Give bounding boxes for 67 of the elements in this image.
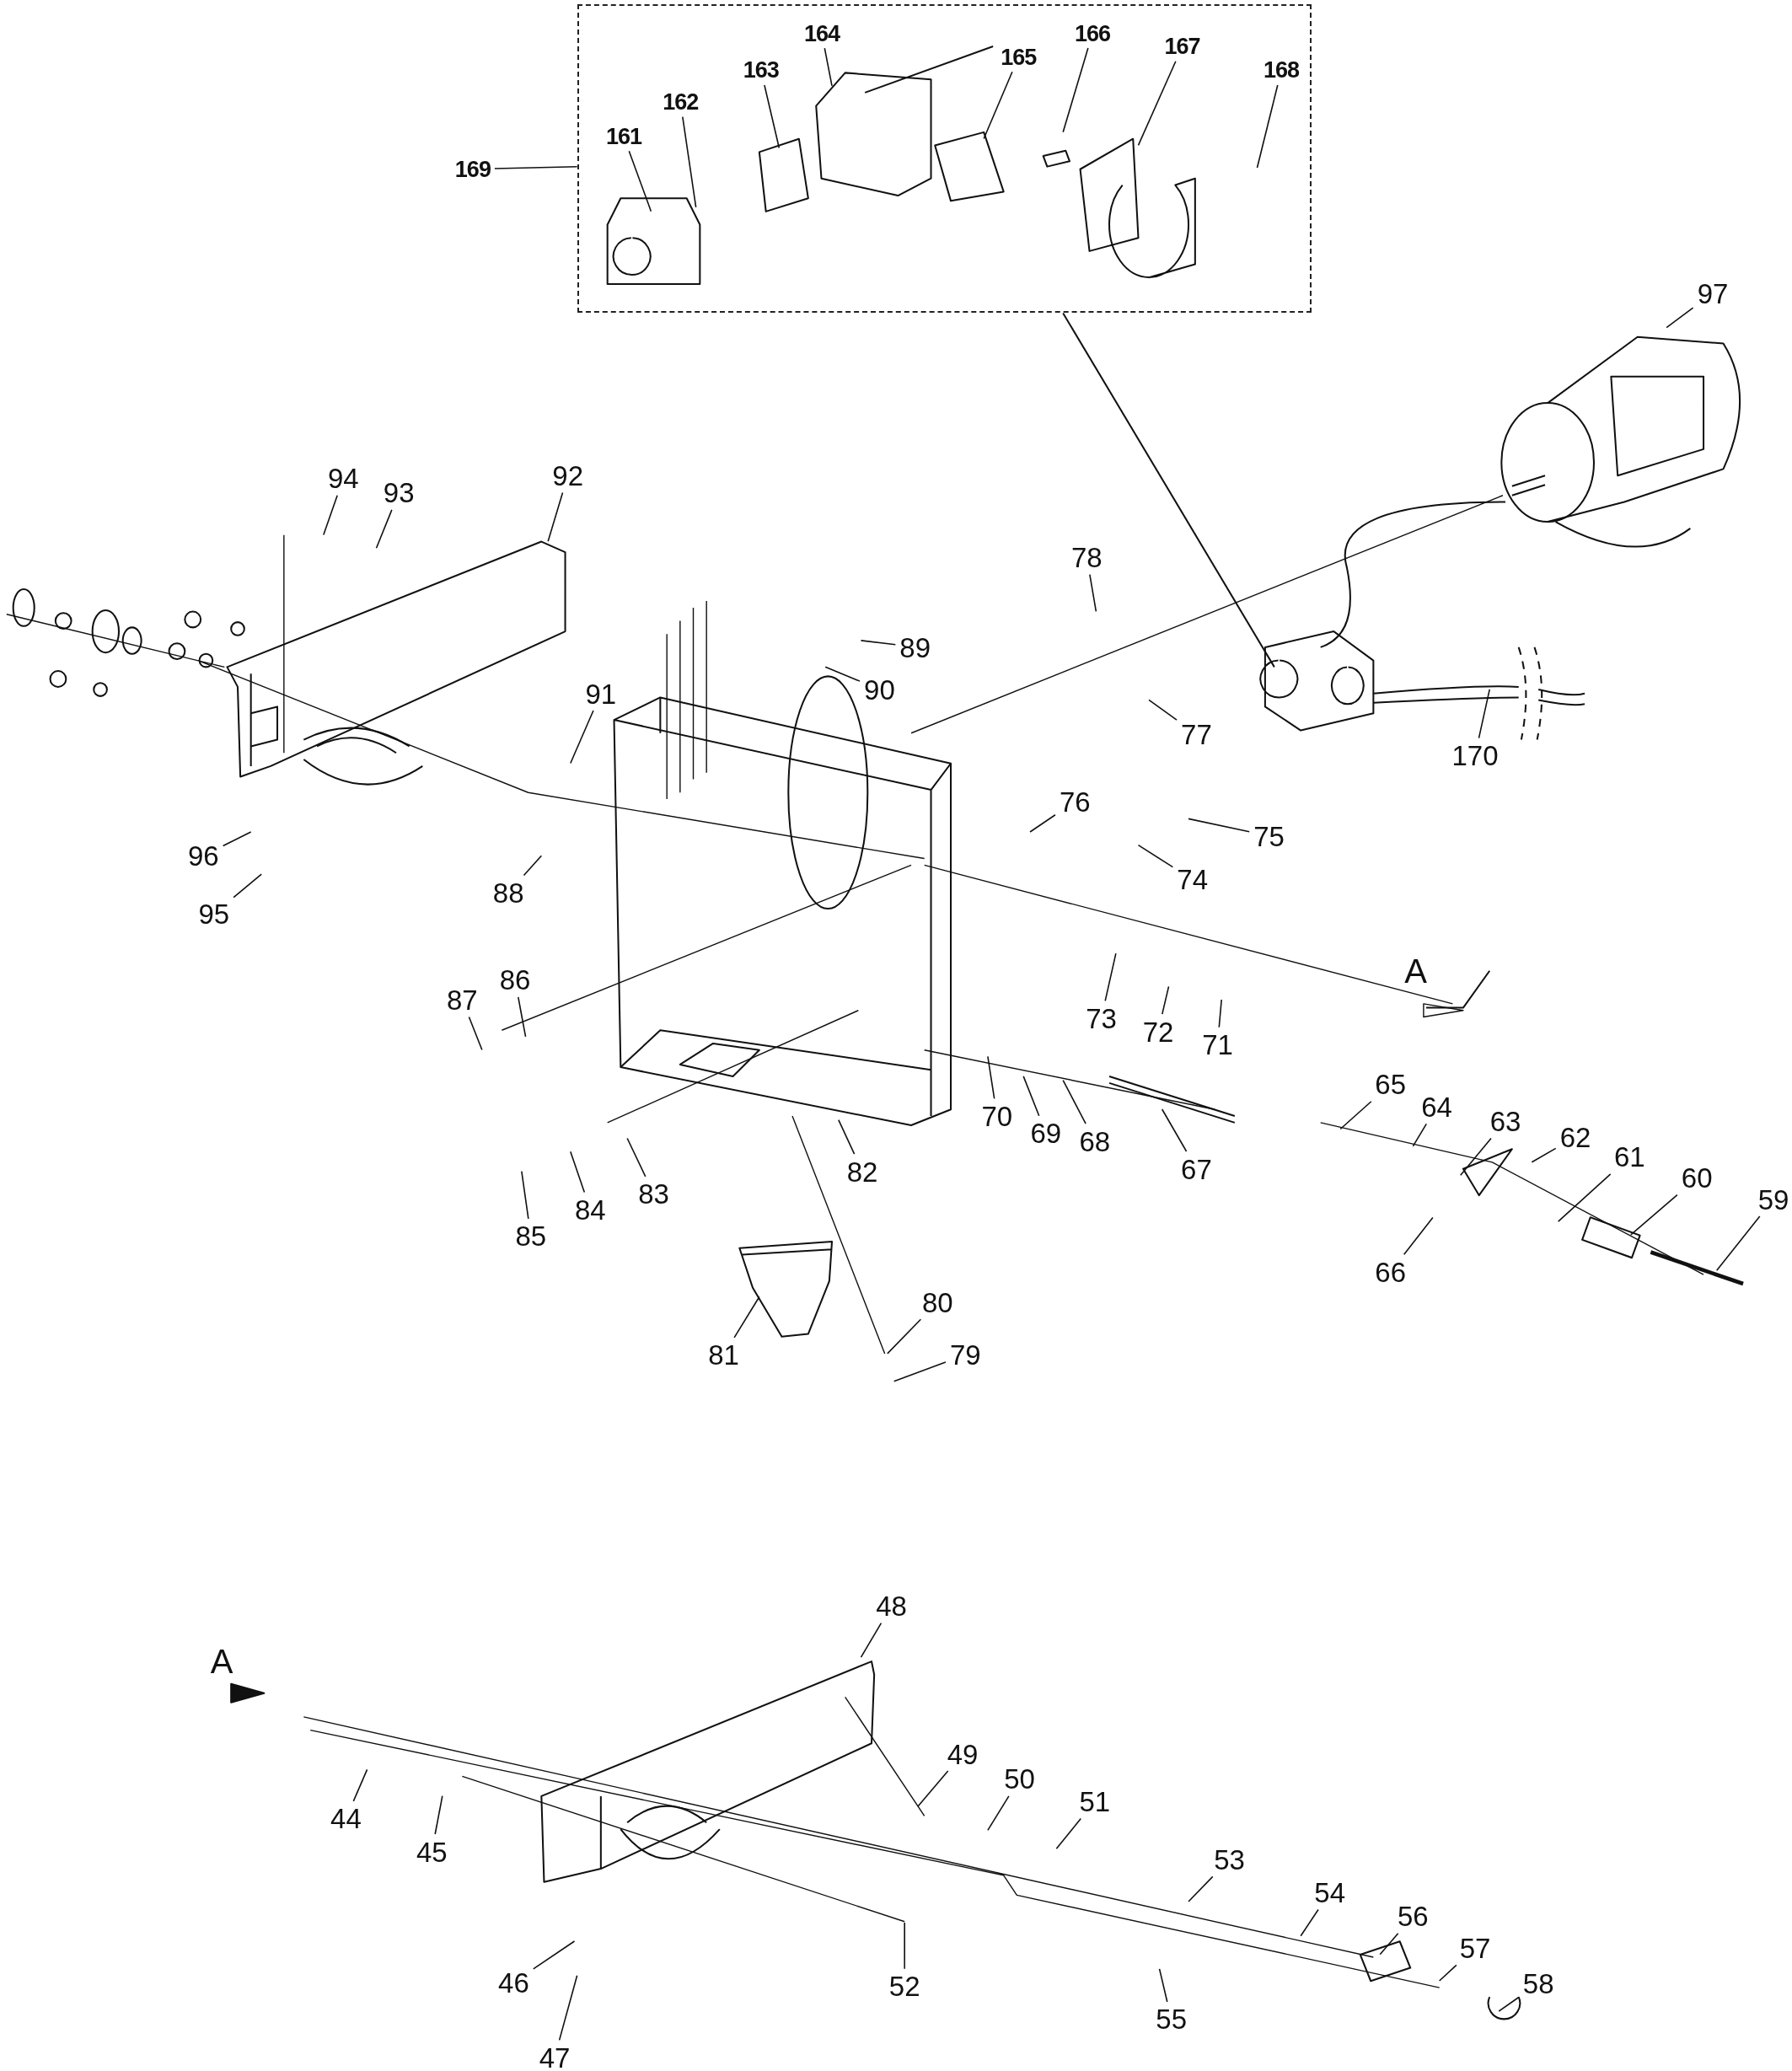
section-letter: A xyxy=(1404,953,1427,988)
leader-line xyxy=(1148,699,1178,721)
leader-line xyxy=(1055,1817,1082,1850)
leader-line xyxy=(860,640,897,646)
leader-line xyxy=(1715,1215,1761,1271)
leader-line xyxy=(628,150,652,212)
leader-line xyxy=(521,1170,529,1220)
leader-line xyxy=(547,491,564,543)
leader-line xyxy=(434,1795,443,1835)
leader-line xyxy=(860,1622,883,1658)
leader-line xyxy=(1498,1996,1520,2012)
leader-line xyxy=(233,873,262,899)
leader-line xyxy=(917,1770,949,1808)
leader-line xyxy=(626,1137,647,1178)
leader-line xyxy=(1630,1194,1678,1236)
leader-line xyxy=(570,710,594,765)
leader-line xyxy=(1158,1968,1168,2003)
leader-line xyxy=(323,494,338,536)
leader-line xyxy=(1161,1108,1188,1152)
leader-line xyxy=(375,509,393,549)
leader-line xyxy=(1218,999,1222,1028)
leader-line xyxy=(893,1361,947,1382)
leader-line xyxy=(904,1922,905,1970)
leader-line xyxy=(1089,573,1097,613)
leader-line xyxy=(1557,1173,1612,1222)
leader-line xyxy=(764,84,781,149)
leader-line xyxy=(222,831,252,847)
leader-line xyxy=(733,1296,760,1339)
leader-line xyxy=(1104,952,1117,1002)
leader-line xyxy=(558,1974,578,2041)
leader-line xyxy=(824,666,861,682)
leader-line xyxy=(987,1055,995,1100)
leader-line xyxy=(824,47,833,87)
leader-line xyxy=(494,165,578,169)
leader-line xyxy=(523,855,543,877)
leader-line xyxy=(987,1795,1010,1832)
leader-line xyxy=(1478,689,1491,739)
leader-line xyxy=(533,1940,576,1970)
leader-line xyxy=(1029,814,1056,833)
leader-line xyxy=(1403,1216,1434,1255)
leader-line xyxy=(1531,1147,1557,1163)
leader-line xyxy=(1188,1875,1214,1902)
leader-line xyxy=(1379,1932,1399,1956)
leader-line xyxy=(1062,47,1089,133)
leader-line xyxy=(682,115,697,208)
leader-line xyxy=(352,1768,368,1802)
leader-line xyxy=(1339,1100,1372,1130)
leader-line xyxy=(1062,1079,1086,1124)
leader-line xyxy=(887,1318,922,1355)
dashed-group-frame xyxy=(577,3,1312,314)
leader-line xyxy=(1162,985,1170,1015)
leader-line xyxy=(1412,1123,1428,1147)
leader-line xyxy=(1137,60,1177,147)
leader-line xyxy=(1137,844,1174,868)
leader-line xyxy=(1188,818,1250,833)
leader-line xyxy=(1300,1908,1319,1937)
section-letter: A xyxy=(210,1644,233,1678)
leader-line xyxy=(468,1016,483,1051)
leader-line xyxy=(1666,307,1694,329)
leader-line xyxy=(570,1151,586,1194)
leader-line xyxy=(838,1119,856,1155)
leader-line xyxy=(1256,84,1279,169)
leader-line xyxy=(518,996,527,1038)
leader-line xyxy=(983,71,1013,140)
leader-line xyxy=(1459,1137,1492,1177)
leader-line xyxy=(1022,1076,1040,1117)
leader-line xyxy=(1438,1964,1457,1982)
